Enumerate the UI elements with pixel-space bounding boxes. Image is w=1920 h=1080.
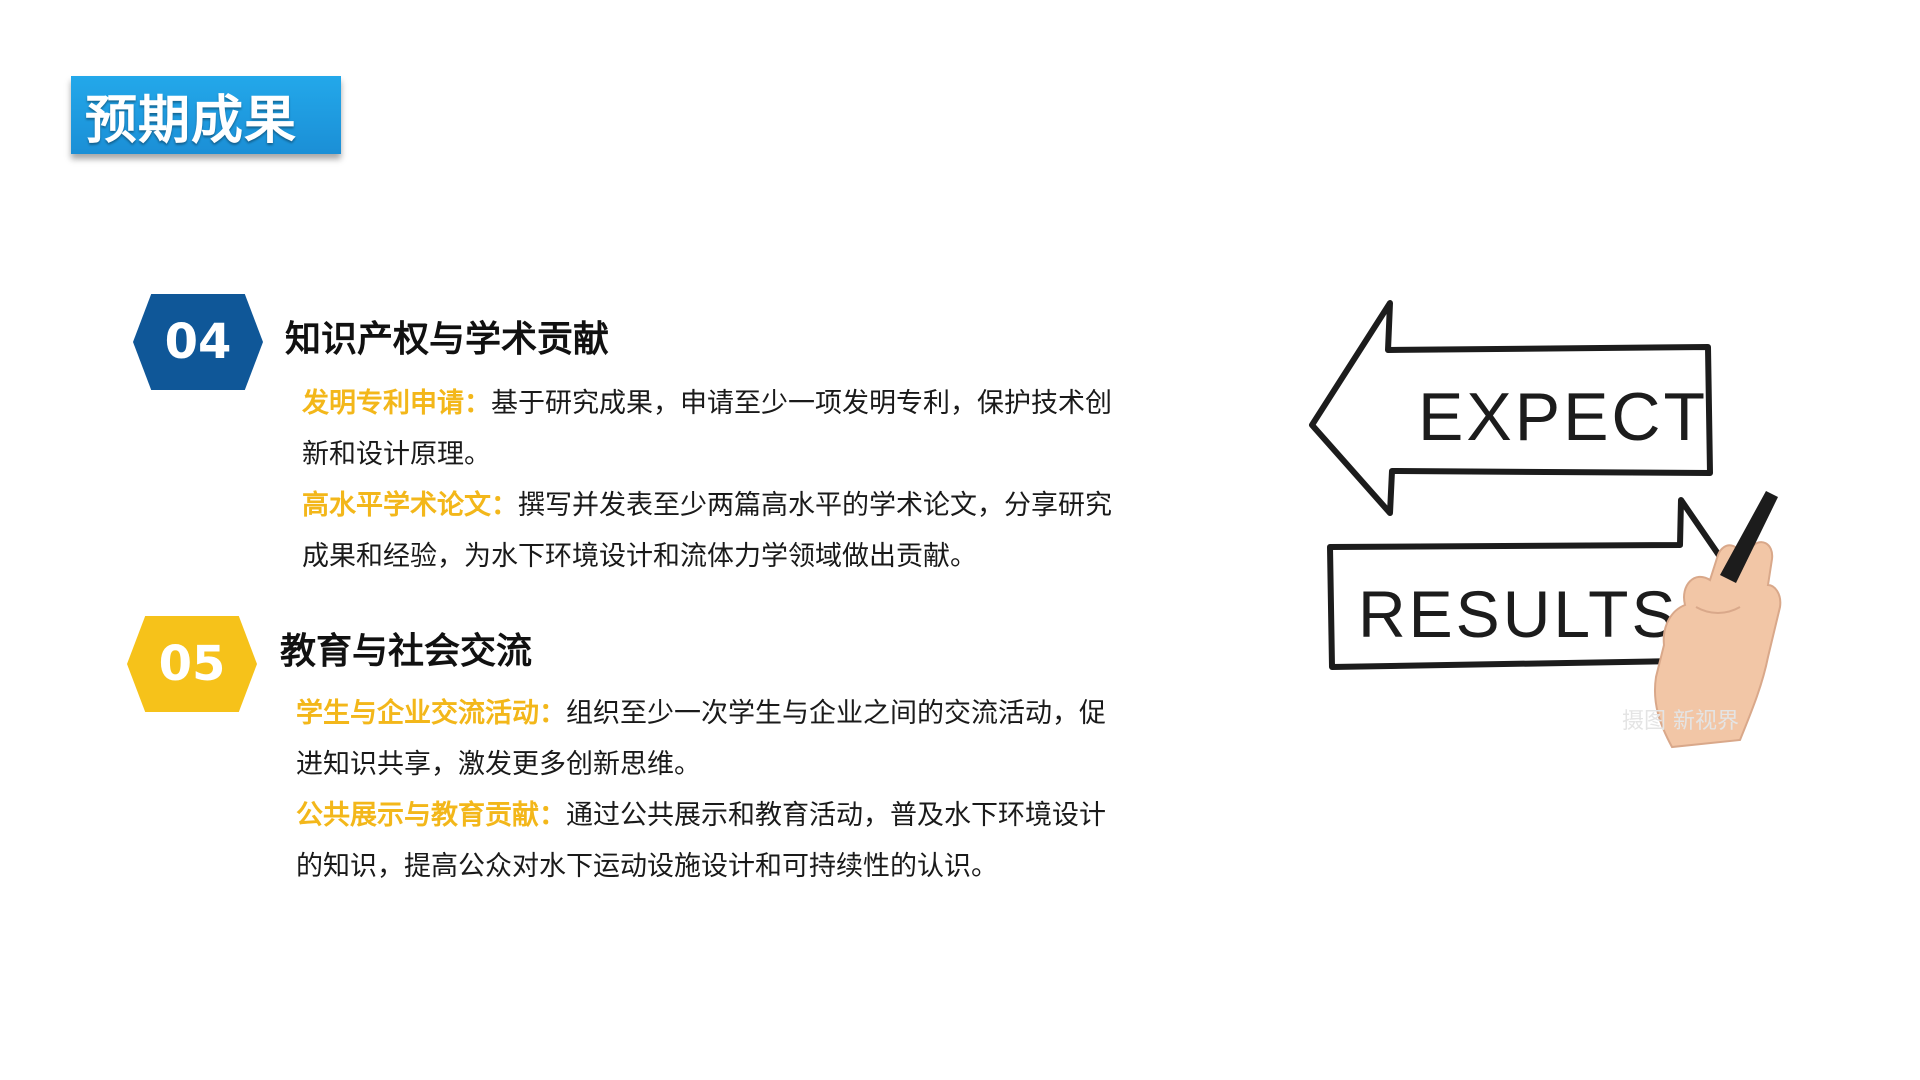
section-05-item-public: 公共展示与教育贡献：通过公共展示和教育活动，普及水下环境设计的知识，提高公众对水… (296, 790, 1116, 892)
item-text: 撰写并发表至少两篇高水平的学术论文，分享研究成果和经验，为水下环境设计和流体力学… (302, 490, 1112, 572)
results-text: RESULTS (1358, 577, 1679, 651)
section-04-title: 知识产权与学术贡献 (285, 319, 610, 360)
item-text: 基于研究成果，申请至少一项发明专利，保护技术创新和设计原理。 (302, 388, 1112, 470)
section-04-paragraph: 发明专利申请：基于研究成果，申请至少一项发明专利，保护技术创新和设计原理。 高水… (302, 378, 1122, 582)
item-label: 公共展示与教育贡献： (296, 800, 566, 831)
section-05-number: 05 (158, 636, 226, 692)
hand-icon (1654, 491, 1782, 749)
expect-text: EXPECT (1418, 379, 1708, 455)
section-04-badge: 04 (133, 294, 263, 390)
page-title-tag: 预期成果 (71, 76, 341, 154)
left-arrow-icon (1309, 300, 1713, 516)
section-05-badge: 05 (127, 616, 257, 712)
item-label: 高水平学术论文： (302, 490, 518, 521)
item-text: 组织至少一次学生与企业之间的交流活动，促进知识共享，激发更多创新思维。 (296, 698, 1106, 780)
item-label: 发明专利申请： (302, 388, 491, 419)
watermark-text: 摄图 新视界 (1622, 709, 1739, 734)
expect-results-illustration: EXPECT RESULTS 摄图 新视界 (1300, 285, 1800, 775)
item-text: 通过公共展示和教育活动，普及水下环境设计的知识，提高公众对水下运动设施设计和可持… (296, 800, 1106, 882)
page-title: 预期成果 (85, 90, 298, 151)
section-04-item-papers: 高水平学术论文：撰写并发表至少两篇高水平的学术论文，分享研究成果和经验，为水下环… (302, 480, 1122, 582)
item-label: 学生与企业交流活动： (296, 698, 566, 729)
section-04-number: 04 (164, 314, 232, 370)
section-05-item-exchange: 学生与企业交流活动：组织至少一次学生与企业之间的交流活动，促进知识共享，激发更多… (296, 688, 1116, 790)
section-05-paragraph: 学生与企业交流活动：组织至少一次学生与企业之间的交流活动，促进知识共享，激发更多… (296, 688, 1116, 892)
arrows-illustration-svg: EXPECT RESULTS (1309, 300, 1782, 749)
section-04-item-patent: 发明专利申请：基于研究成果，申请至少一项发明专利，保护技术创新和设计原理。 (302, 378, 1122, 480)
section-05-title: 教育与社会交流 (280, 631, 533, 672)
